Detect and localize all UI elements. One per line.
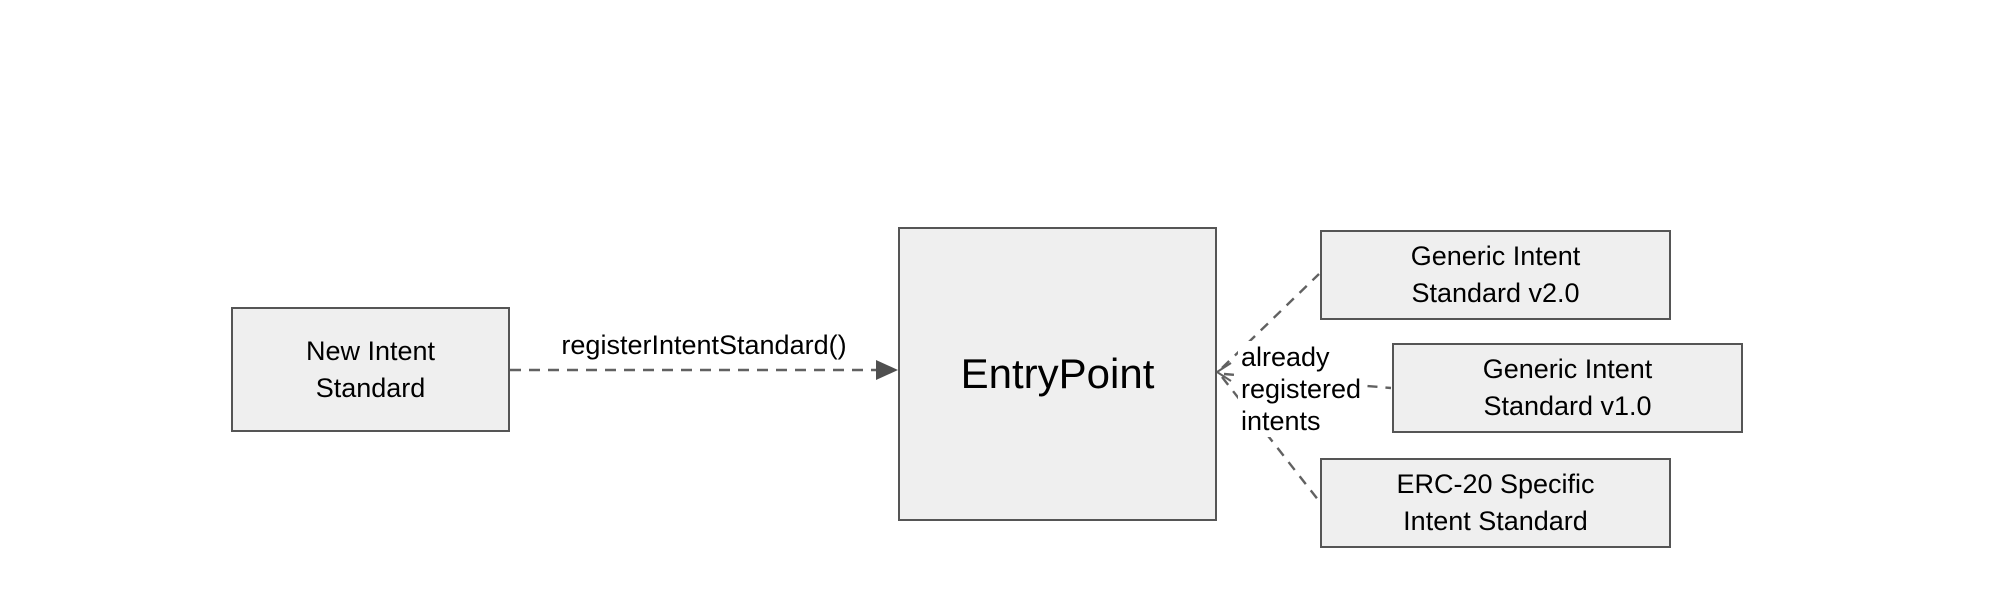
node-entry-point: EntryPoint [898, 227, 1217, 521]
arrowhead-right-icon [876, 360, 898, 380]
arrowhead-left-chevron-icon [1215, 362, 1232, 382]
node-generic-intent-standard-v2: Generic Intent Standard v2.0 [1320, 230, 1671, 320]
node-erc20-specific-intent-standard: ERC-20 Specific Intent Standard [1320, 458, 1671, 548]
edge-label-register-intent-standard: registerIntentStandard() [561, 330, 847, 360]
node-new-intent-standard: New Intent Standard [231, 307, 510, 432]
edge-label-already-registered-intents: already registered intents [1238, 341, 1365, 437]
node-generic-intent-standard-v1: Generic Intent Standard v1.0 [1392, 343, 1743, 433]
